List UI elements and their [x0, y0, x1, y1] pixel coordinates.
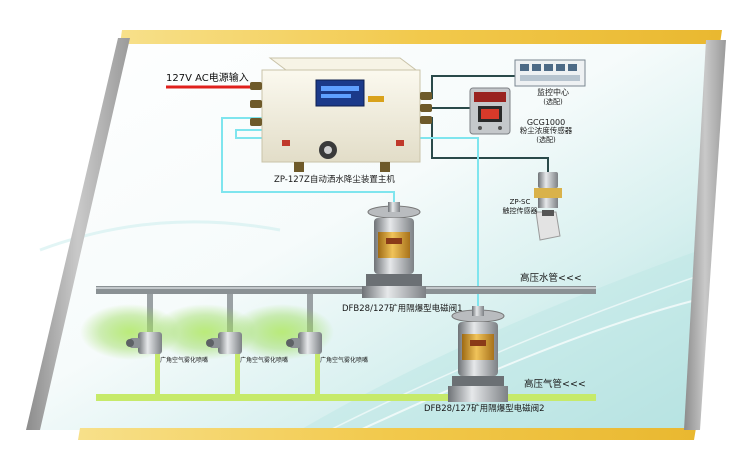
- solenoid-valve-2: [448, 306, 508, 402]
- host-display: [315, 79, 365, 107]
- spray-clouds: [80, 304, 334, 360]
- small-sensor: [534, 172, 562, 241]
- air-pipe-label: 高压气管<<<: [524, 379, 586, 390]
- power-input-label: 127V AC电源输入: [166, 73, 249, 84]
- monitor-center-optional: (选配): [543, 98, 563, 106]
- dust-sensor-name: 粉尘浓度传感器: [519, 126, 573, 135]
- small-sensor-model: ZP-SC: [509, 198, 531, 206]
- water-pipe-label: 高压水管<<<: [520, 273, 582, 284]
- nozzle-2-label: 广角空气雾化喷嘴: [240, 357, 289, 364]
- valve-2-label: DFB28/127矿用隔爆型电磁阀2: [424, 404, 545, 414]
- valve1-wire: [221, 117, 395, 212]
- dust-sensor-model: GCG1000: [526, 118, 566, 127]
- valve2-wire: [235, 129, 479, 308]
- nozzle-3-label: 广角空气雾化喷嘴: [320, 357, 369, 364]
- solenoid-valve-1: [362, 202, 426, 298]
- nozzle-2: [206, 332, 242, 354]
- high-pressure-water-pipe: [96, 286, 596, 294]
- nozzle-3: [286, 332, 322, 354]
- monitor-center: [514, 59, 586, 87]
- nozzle-1: [126, 332, 162, 354]
- dust-sensor-optional: (选配): [536, 136, 556, 144]
- host-control-box: [250, 57, 432, 172]
- dust-sensor: [469, 87, 511, 135]
- nozzle-1-label: 广角空气雾化喷嘴: [160, 357, 209, 364]
- host-label: ZP-127Z自动洒水降尘装置主机: [274, 175, 395, 185]
- valve-1-label: DFB28/127矿用隔爆型电磁阀1: [342, 304, 463, 314]
- small-sensor-name: 触控传感器: [502, 207, 538, 215]
- monitor-center-title: 监控中心: [537, 88, 569, 97]
- high-pressure-air-pipe: [96, 394, 596, 401]
